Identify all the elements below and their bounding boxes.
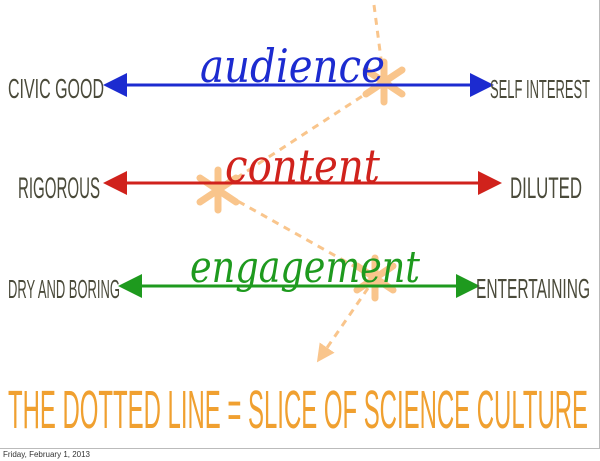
word-audience: audience xyxy=(200,39,385,93)
label-entertaining: ENTERTAINING xyxy=(476,273,590,304)
slide: audience content engagement CIVIC GOOD S… xyxy=(0,0,600,449)
caption: THE DOTTED LINE = SLICE OF SCIENCE CULTU… xyxy=(8,380,588,440)
label-self-interest: SELF INTEREST xyxy=(490,74,590,104)
footer-date: Friday, February 1, 2013 xyxy=(3,450,91,459)
label-rigorous: RIGOROUS xyxy=(18,172,100,205)
label-dry-and-boring: DRY AND BORING xyxy=(8,274,120,304)
label-civic-good: CIVIC GOOD xyxy=(8,73,104,104)
slide-diagram: audience content engagement CIVIC GOOD S… xyxy=(8,4,590,440)
word-content: content xyxy=(225,139,380,193)
label-diluted: DILUTED xyxy=(510,172,582,205)
word-engagement: engagement xyxy=(190,242,420,293)
